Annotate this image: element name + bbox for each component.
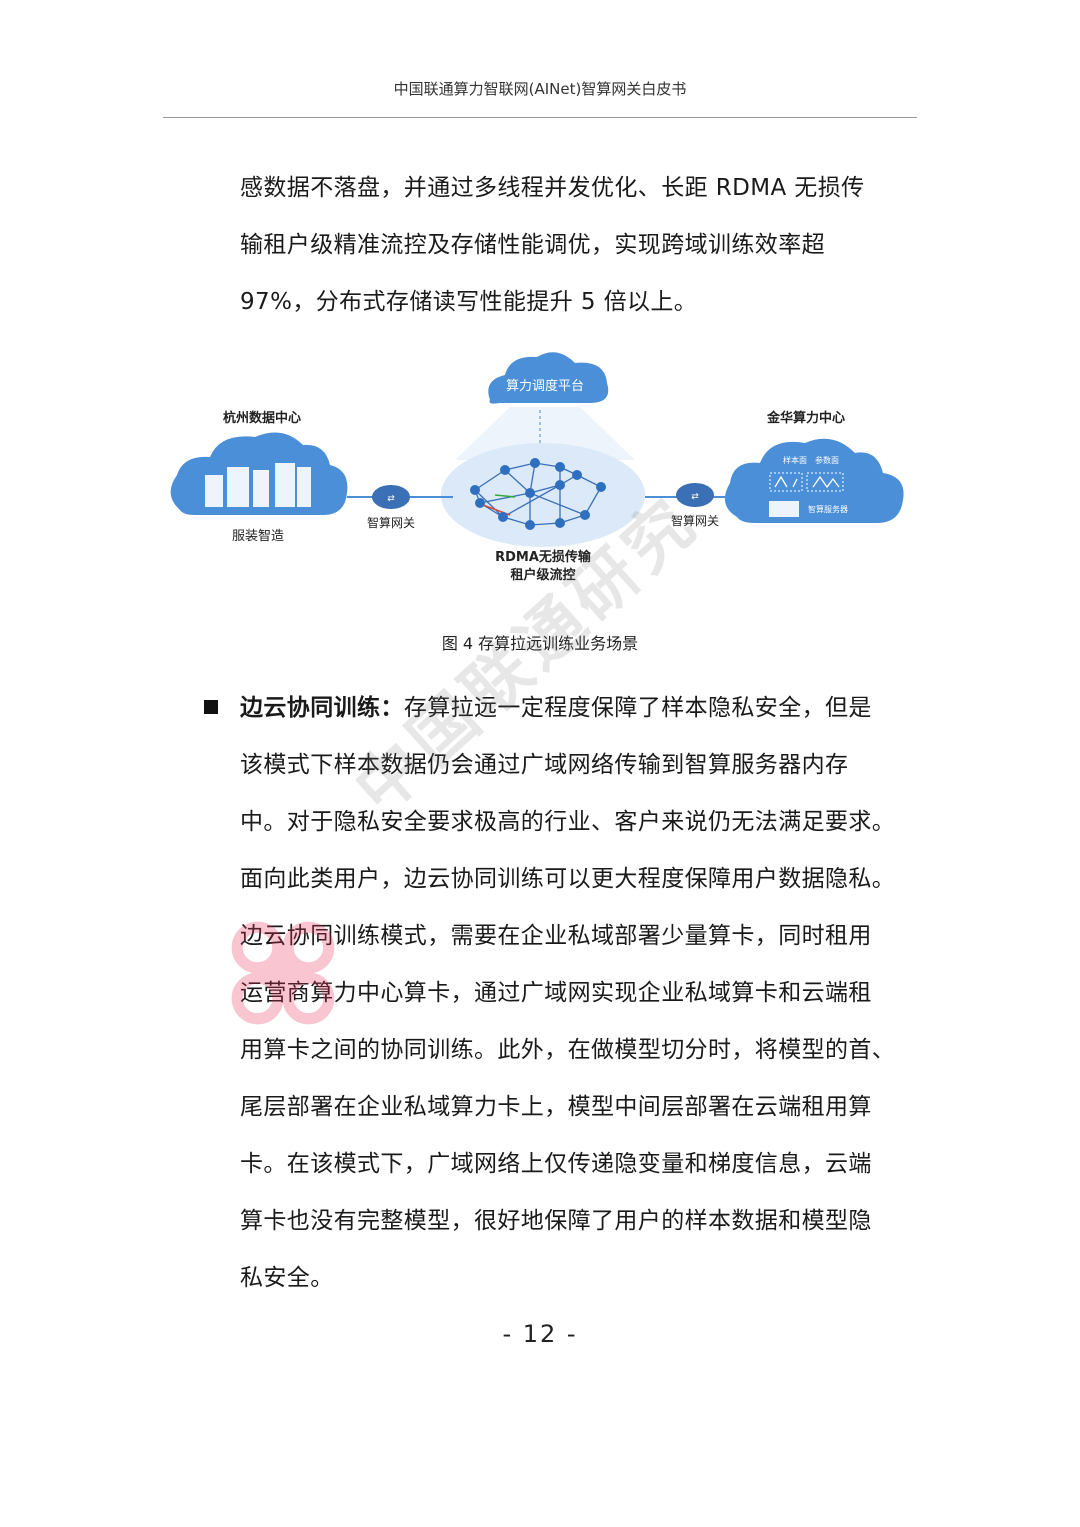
intro-line: 97%，分布式存储读写性能提升 5 倍以上。 (240, 289, 698, 315)
edge-cloud-line: 边云协同训练模式，需要在企业私域部署少量算卡，同时租用 (240, 923, 872, 949)
page-header: 中国联通算力智联网(AINet)智算网关白皮书 (393, 80, 687, 98)
platform-label: 算力调度平台 (506, 378, 584, 394)
left-dc-title: 杭州数据中心 (223, 410, 301, 426)
edge-cloud-line: 中。对于隐私安全要求极高的行业、客户来说仍无法满足要求。 (240, 809, 896, 835)
network-nodes (470, 458, 606, 530)
edge-cloud-line: 存算拉远一定程度保障了样本隐私安全，但是 (403, 695, 872, 721)
edge-cloud-first-line: 边云协同训练：存算拉远一定程度保障了样本隐私安全，但是 (240, 680, 920, 737)
scheduling-platform-cloud: 算力调度平台 (488, 352, 609, 404)
edge-cloud-line: 尾层部署在企业私域算力卡上，模型中间层部署在云端租用算 (240, 1094, 872, 1120)
edge-cloud-lead: 边云协同训练： (240, 695, 404, 721)
header-divider (163, 117, 917, 118)
edge-cloud-line: 算卡也没有完整模型，很好地保障了用户的样本数据和模型隐 (240, 1208, 872, 1234)
edge-cloud-line: 面向此类用户，边云协同训练可以更大程度保障用户数据隐私。 (240, 866, 896, 892)
edge-cloud-line: 卡。在该模式下，广域网络上仅传递隐变量和梯度信息，云端 (240, 1151, 872, 1177)
edge-cloud-line: 用算卡之间的协同训练。此外，在做模型切分时，将模型的首、 (240, 1037, 896, 1063)
right-tag-param: 参数面 (815, 455, 839, 465)
storage-compute-figure: 算力调度平台 RDMA无损传输 租户级流控 杭州数据中心 服装智造 ⇄ (170, 352, 904, 583)
edge-cloud-line: 私安全。 (240, 1265, 334, 1291)
page-number: - 12 - (502, 1320, 578, 1348)
svg-text:⇄: ⇄ (691, 492, 699, 502)
left-gateway-icon: ⇄ (372, 485, 410, 509)
right-gateway-label: 智算网关 (671, 513, 719, 528)
right-tag-sample: 样本面 (783, 455, 807, 465)
left-gateway-label: 智算网关 (367, 515, 415, 530)
right-dc-cloud (724, 438, 904, 523)
center-label-1: RDMA无损传输 (495, 549, 592, 565)
right-server-label: 智算服务器 (808, 504, 848, 514)
edge-cloud-line: 该模式下样本数据仍会通过广域网络传输到智算服务器内存 (240, 752, 849, 778)
right-gateway-icon: ⇄ (676, 483, 714, 507)
center-label-2: 租户级流控 (510, 567, 575, 583)
intro-line: 感数据不落盘，并通过多线程并发优化、长距 RDMA 无损传 (240, 175, 865, 201)
edge-cloud-line: 运营商算力中心算卡，通过广域网实现企业私域算卡和云端租 (240, 980, 872, 1006)
svg-text:⇄: ⇄ (387, 494, 395, 504)
edge-cloud-paragraph: 边云协同训练：存算拉远一定程度保障了样本隐私安全，但是 该模式下样本数据仍会通过… (240, 680, 920, 1307)
left-dc-subtitle: 服装智造 (232, 529, 284, 544)
bullet-square (204, 700, 218, 714)
platform-beam (455, 407, 635, 460)
figure-caption: 图 4 存算拉远训练业务场景 (441, 634, 639, 653)
flow-green (494, 494, 516, 498)
intro-line: 输租户级精准流控及存储性能调优，实现跨域训练效率超 (240, 232, 825, 258)
intro-paragraph: 感数据不落盘，并通过多线程并发优化、长距 RDMA 无损传 输租户级精准流控及存… (240, 160, 920, 331)
right-dc-title: 金华算力中心 (766, 410, 845, 426)
left-dc-cloud (170, 432, 348, 515)
